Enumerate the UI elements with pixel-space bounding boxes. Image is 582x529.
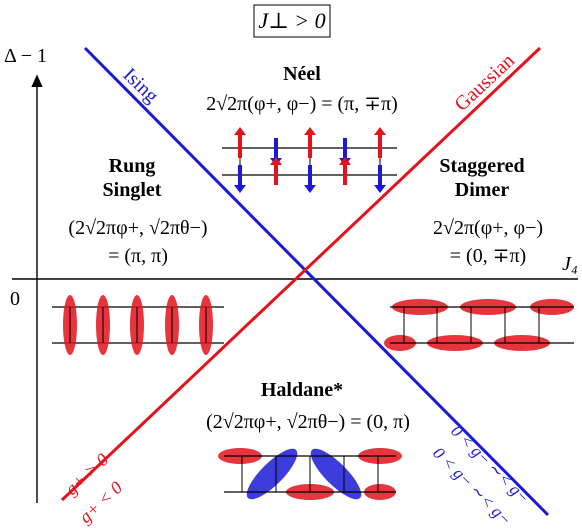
neel-spin-arrows [234, 127, 386, 193]
haldane-ladder [218, 448, 402, 500]
spin-up-arrow-head [234, 127, 246, 135]
spin-up-arrow-head [374, 127, 386, 135]
staggered-dimer-ladder [384, 299, 574, 351]
rung-title-1: Rung [109, 155, 156, 177]
rung-singlet-ladder [52, 295, 224, 355]
dimer-formula-2: = (0, ∓π) [450, 245, 526, 267]
dimer-formula-1: 2√2π(φ+, φ−) [433, 217, 543, 239]
spin-down-arrow-head [234, 185, 246, 193]
y-axis-label: Δ − 1 [4, 45, 47, 67]
origin-label: 0 [10, 288, 20, 310]
ising-label: Ising [119, 64, 163, 108]
haldane-formula: (2√2πφ+, √2πθ−) = (0, π) [206, 411, 410, 433]
haldane-title: Haldane* [261, 379, 343, 401]
ising-line [83, 46, 550, 517]
dimer-title-1: Staggered [439, 155, 524, 177]
header-label: J⊥ > 0 [258, 8, 325, 33]
spin-down-arrow-head [374, 185, 386, 193]
spin-up-arrow-head [270, 157, 282, 165]
gaussian-line [60, 46, 542, 502]
rung-formula-2: = (π, π) [108, 245, 168, 267]
spin-down-arrow-head [304, 185, 316, 193]
dimer-title-2: Dimer [455, 179, 510, 201]
rung-title-2: Singlet [103, 179, 162, 201]
spin-up-arrow-head [339, 157, 351, 165]
spin-up-arrow-head [304, 127, 316, 135]
x-axis-label: J₄ [562, 253, 578, 275]
header-box [253, 4, 331, 38]
neel-title: Néel [283, 63, 321, 85]
gaussian-label: Gaussian [450, 50, 519, 116]
neel-formula: 2√2π(φ+, φ−) = (π, ∓π) [206, 93, 398, 115]
rung-formula-1: (2√2πφ+, √2πθ−) [68, 217, 207, 239]
